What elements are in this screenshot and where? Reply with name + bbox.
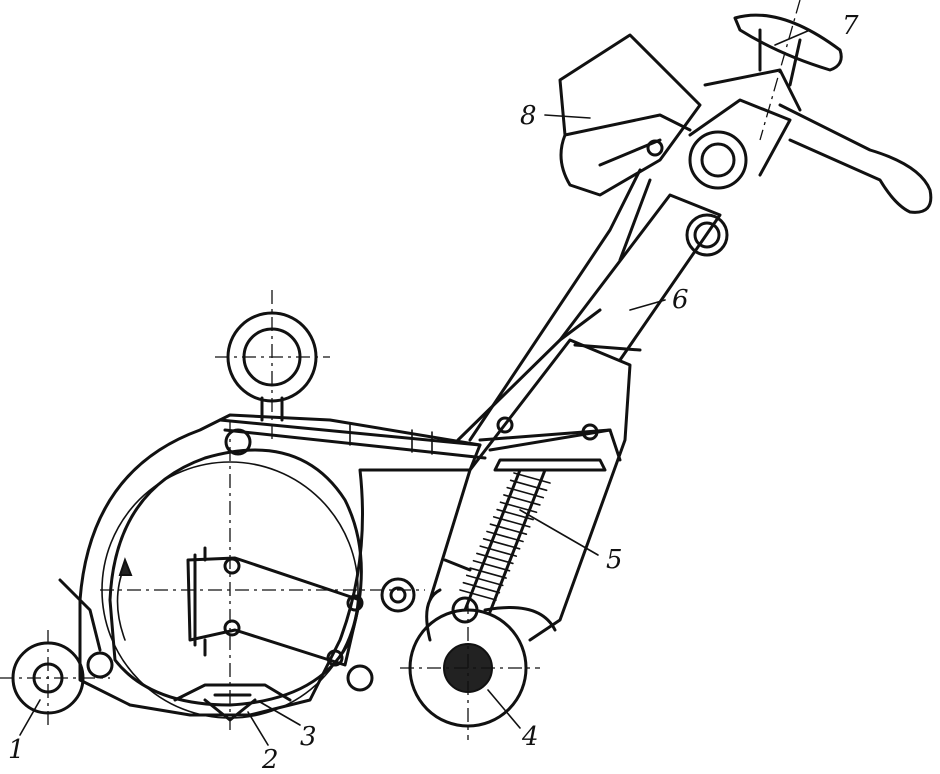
label-4: 4 — [521, 722, 539, 752]
rear-wheel — [400, 588, 557, 740]
housing-bolts — [86, 428, 416, 692]
frame-bar — [218, 418, 487, 460]
spring-coil — [496, 508, 534, 521]
spring-coil — [462, 581, 501, 594]
knob — [733, 0, 843, 141]
front-roller — [0, 578, 110, 730]
spring-coil — [476, 552, 514, 565]
switch-box — [558, 33, 702, 197]
callout-labels: 1 2 3 4 5 6 7 8 — [8, 11, 859, 774]
spring-coil — [465, 574, 504, 587]
label-2: 2 — [261, 745, 279, 774]
spring-coil — [489, 523, 528, 535]
spring-coil — [499, 501, 538, 514]
drum-housing — [78, 413, 482, 730]
spring-coil — [492, 516, 531, 528]
spring-coil — [479, 545, 518, 557]
spring-coil — [513, 472, 551, 484]
leader-lines — [19, 29, 811, 746]
spring-coil — [486, 530, 524, 543]
spring-coil — [509, 479, 548, 492]
knife-assembly — [173, 683, 292, 722]
spring-coil — [503, 494, 541, 506]
spring-coil — [469, 567, 507, 579]
label-8: 8 — [520, 101, 537, 131]
label-5: 5 — [606, 545, 623, 575]
handle-head — [688, 68, 933, 214]
spring-coil — [472, 559, 511, 572]
spring-coil — [459, 589, 497, 601]
label-1: 1 — [8, 735, 25, 765]
label-7: 7 — [842, 11, 859, 41]
label-6: 6 — [672, 285, 689, 315]
handle-tube — [468, 168, 729, 442]
spring-coil — [506, 486, 545, 499]
label-3: 3 — [300, 722, 317, 752]
motor-block — [186, 546, 364, 667]
spring-coil — [482, 538, 521, 550]
